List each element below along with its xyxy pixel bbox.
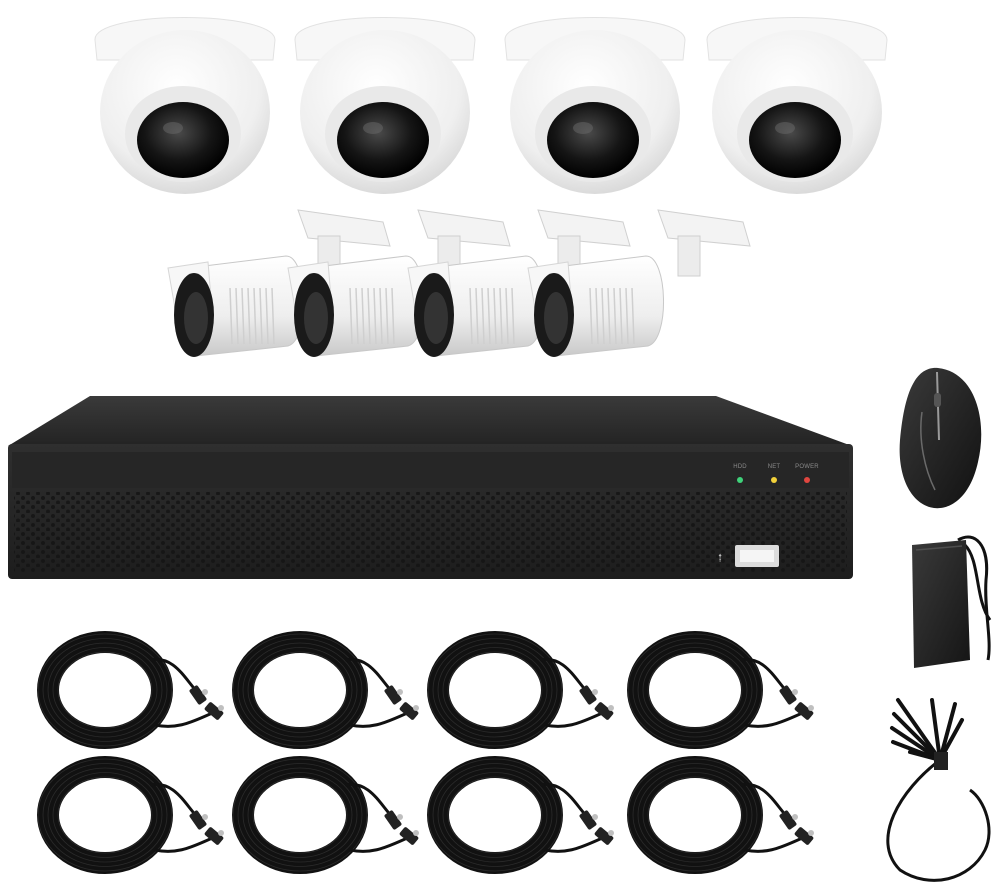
camera-lens — [749, 102, 841, 178]
nvr-led-power: POWER — [795, 464, 819, 483]
power-adapter — [912, 535, 992, 668]
bullet-cameras — [167, 209, 751, 357]
bullet-camera — [167, 209, 391, 357]
bnc-cable-coils — [37, 631, 814, 874]
nvr-status-leds: HDD NET POWER — [733, 464, 819, 483]
bullet-camera — [407, 209, 631, 357]
power-splitter-cable — [886, 698, 991, 882]
cable-coil — [427, 756, 614, 874]
cable-coil — [37, 756, 224, 874]
usb-port: ⭫ — [718, 545, 779, 567]
camera-lens — [337, 102, 429, 178]
cable-coil — [627, 631, 814, 749]
nvr-recorder: HDD NET POWER ⭫ — [8, 396, 853, 579]
computer-mouse — [899, 367, 982, 509]
cable-coil — [232, 631, 419, 749]
led-label: HDD — [733, 464, 747, 470]
camera-lens — [547, 102, 639, 178]
camera-lens — [137, 102, 229, 178]
cable-coil — [232, 756, 419, 874]
dome-cameras — [94, 17, 888, 194]
led-label: POWER — [795, 464, 819, 470]
cable-coil — [37, 631, 224, 749]
nvr-led-net: NET — [768, 464, 781, 483]
dome-camera — [94, 17, 276, 194]
cable-coil — [427, 631, 614, 749]
led-label: NET — [768, 464, 781, 470]
dome-camera — [294, 17, 476, 194]
dome-camera — [706, 17, 888, 194]
dome-camera — [504, 17, 686, 194]
bullet-camera — [527, 209, 751, 357]
nvr-led-hdd: HDD — [733, 464, 747, 483]
svg-text:⭫: ⭫ — [718, 551, 722, 565]
cable-coil — [627, 756, 814, 874]
